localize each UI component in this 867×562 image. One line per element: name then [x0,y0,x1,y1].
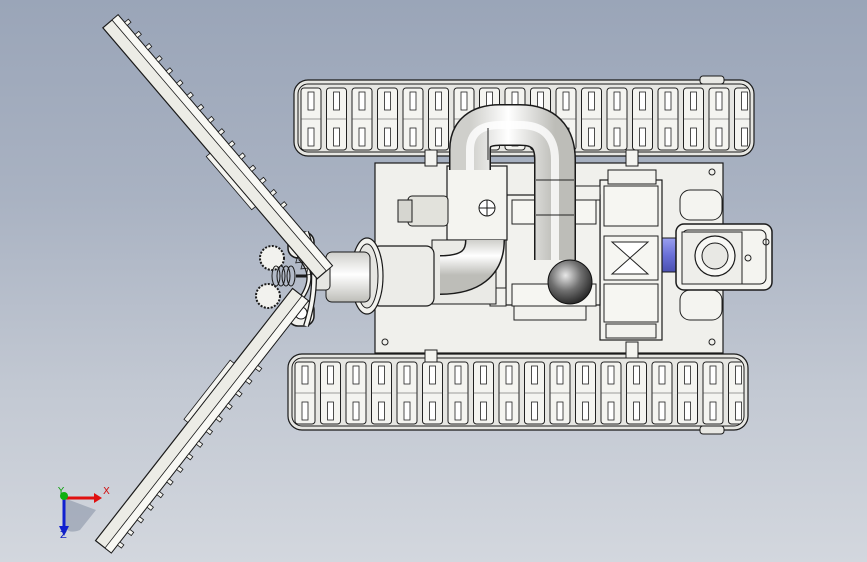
lower-elbow-pipe[interactable] [439,238,505,295]
upper-arm[interactable] [98,12,336,283]
x-axis-label: X [103,486,110,497]
arm-gear-bottom [255,283,281,309]
spring-coil [271,265,296,287]
bottom-track[interactable] [287,353,749,435]
z-axis-label: Z [60,530,67,541]
elbow-pipe[interactable] [449,104,576,260]
arm-gear-top [259,245,285,271]
sensor-dome [547,259,593,305]
y-axis-label: Y [58,486,65,497]
triad-icon [59,492,102,536]
lower-arm[interactable] [92,285,313,556]
gearbox-housing[interactable] [599,169,663,341]
